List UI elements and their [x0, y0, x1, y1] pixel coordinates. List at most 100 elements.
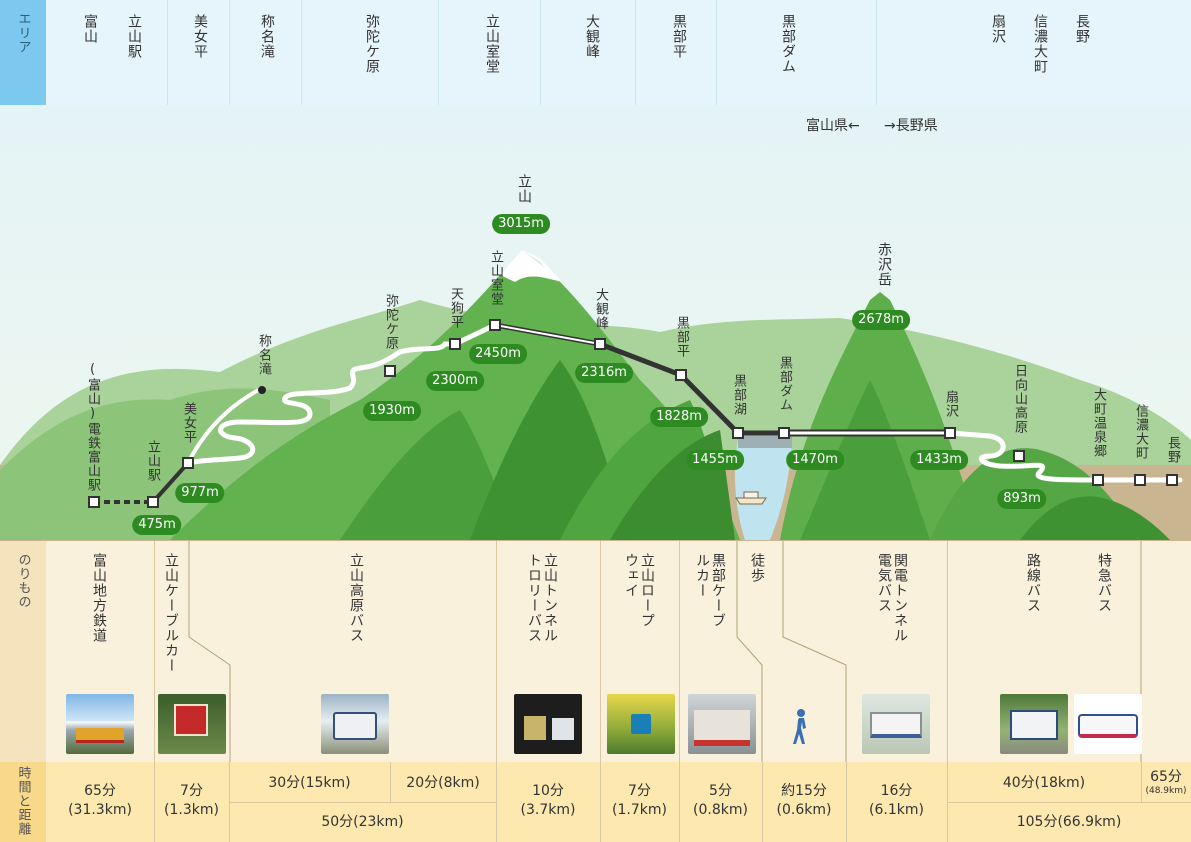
area-divider — [229, 0, 230, 105]
station-marker — [778, 427, 790, 439]
row-divider — [947, 802, 1191, 803]
column-divider — [679, 762, 680, 842]
transport-kogenbus: 立山高原バス — [348, 553, 364, 643]
area-divider — [716, 0, 717, 105]
time-tab: 時間と距離 — [0, 762, 46, 842]
area-toyama: 富山 立山駅 — [80, 14, 144, 59]
column-divider — [846, 762, 847, 842]
station-tengudaira: 天狗平 — [448, 287, 463, 329]
area-kurobedam: 黒部ダム — [780, 14, 796, 74]
time-cablecar: 7分 (1.3km) — [164, 783, 219, 818]
area-divider — [540, 0, 541, 105]
area-divider — [635, 0, 636, 105]
station-hinatayama: 日向山高原 — [1012, 364, 1027, 434]
transport-label: のりもの — [15, 553, 31, 609]
area-midagahara: 弥陀ケ原 — [364, 14, 380, 74]
time-routebus-total: 105分(66.9km) — [1016, 814, 1122, 830]
kurobe-cable-photo — [688, 694, 756, 754]
time-ropeway: 7分 (1.7km) — [612, 783, 667, 818]
station-omachi-onsen: 大町温泉郷 — [1091, 388, 1106, 458]
transport-ropeway: 立山ロープウェイ — [623, 553, 655, 628]
time-express: 65分 — [1150, 769, 1182, 785]
row-divider — [229, 802, 496, 803]
kurobe-lake — [734, 440, 792, 540]
ropeway-photo — [607, 694, 675, 754]
column-divider — [154, 541, 155, 762]
cable-car-photo — [158, 694, 226, 754]
cable-car-route — [151, 461, 190, 504]
station-marker — [88, 496, 100, 508]
elevation-badge: 1433m — [910, 450, 968, 470]
area-murodo: 立山室堂 — [484, 14, 500, 74]
column-divider — [496, 762, 497, 842]
kurobe-dam-wall — [738, 436, 792, 448]
time-walk: 約15分 (0.6km) — [776, 783, 832, 818]
shomyo-branch — [186, 386, 264, 465]
column-divider — [679, 541, 680, 762]
area-daikanbo: 大観峰 — [584, 14, 600, 59]
elevation-badge: 1455m — [686, 450, 744, 470]
station-marker — [147, 496, 159, 508]
express-bus-photo — [1074, 694, 1142, 754]
time-kogenbus-total: 50分(23km) — [321, 814, 404, 830]
station-marker — [1013, 450, 1025, 462]
transport-kanden: 関電トンネル電気バス — [876, 553, 908, 643]
column-divider — [600, 762, 601, 842]
elevation-badge: 1470m — [786, 450, 844, 470]
area-name: 富山 — [82, 14, 98, 44]
area-divider — [301, 0, 302, 105]
railway-photo — [66, 694, 134, 754]
station-marker — [489, 319, 501, 331]
station-marker — [732, 427, 744, 439]
peak-tateyama-name: 立山 — [516, 174, 532, 204]
bus-photo — [321, 694, 389, 754]
area-name: 扇沢 — [990, 14, 1006, 44]
time-kogenbus-b: 20分(8km) — [406, 775, 480, 791]
area-divider — [438, 0, 439, 105]
station-marker — [944, 427, 956, 439]
column-divider — [1141, 762, 1142, 802]
column-divider — [600, 541, 601, 762]
prefecture-border — [876, 0, 877, 165]
peak-akazawa-name: 赤沢岳 — [876, 242, 892, 287]
area-tab: エリア — [0, 0, 46, 105]
station-bijodaira: 美女平 — [181, 402, 196, 444]
area-header: エリア 富山 立山駅 美女平 称名滝 弥陀ケ原 立山室堂 大観峰 黒部平 黒部ダ… — [0, 0, 1191, 165]
elevation-badge: 475m — [132, 515, 182, 535]
shomyo-falls-marker — [258, 386, 266, 394]
elevation-badge: 1828m — [650, 407, 708, 427]
time-label: 時間と距離 — [15, 766, 31, 836]
transport-walk: 徒歩 — [749, 553, 765, 583]
elevation-badge: 2316m — [575, 363, 633, 383]
station-kurobedaira: 黒部平 — [674, 316, 689, 358]
area-shomyo: 称名滝 — [259, 14, 275, 59]
time-kurobecable: 5分 (0.8km) — [693, 783, 748, 818]
station-ogisawa: 扇沢 — [943, 390, 958, 418]
column-divider — [762, 762, 763, 842]
nagano-pref-label: →長野県 — [884, 118, 938, 134]
electric-bus-photo — [862, 694, 930, 754]
station-murodo: 立山室堂 — [488, 250, 503, 306]
station-marker — [594, 338, 606, 350]
station-marker — [1134, 474, 1146, 486]
station-tateyama: 立山駅 — [145, 440, 160, 482]
time-kanden: 16分 (6.1km) — [869, 783, 924, 818]
time-kogenbus-a: 30分(15km) — [268, 775, 351, 791]
boat-icon — [735, 497, 767, 505]
area-divider — [167, 0, 168, 105]
peak-akazawa-elevation: 2678m — [852, 310, 910, 330]
column-divider — [947, 541, 948, 762]
mountain-scene — [0, 105, 1191, 541]
column-divider — [496, 541, 497, 762]
station-marker — [675, 369, 687, 381]
area-nagano: 扇沢 信濃大町 長野 — [988, 14, 1092, 74]
station-marker — [1166, 474, 1178, 486]
transport-routebus: 路線バス — [1025, 553, 1041, 613]
area-name: 信濃大町 — [1032, 14, 1048, 74]
time-trolley: 10分 (3.7km) — [520, 783, 576, 818]
elevation-badge: 2300m — [426, 371, 484, 391]
area-name: 立山駅 — [126, 14, 142, 59]
peak-tateyama-elevation: 3015m — [492, 214, 550, 234]
trolley-bus-photo — [514, 694, 582, 754]
station-marker — [1092, 474, 1104, 486]
